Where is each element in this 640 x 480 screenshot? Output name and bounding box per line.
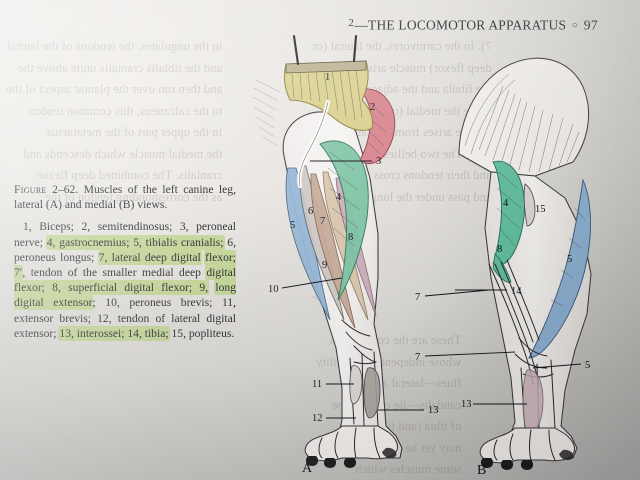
muscle-1-biceps-a	[283, 60, 373, 131]
semitendinosus-hatching-a	[363, 99, 387, 155]
callout-a-2: 2	[370, 102, 375, 113]
callout-a-4: 4	[336, 192, 342, 203]
header-chapter-number: 2	[348, 17, 355, 29]
hip-hatching	[252, 79, 281, 147]
callout-b-5-lower: 5	[585, 360, 590, 371]
callout-b-14: 14	[511, 286, 522, 297]
caption-key-segment: 15, popliteus.	[171, 326, 235, 340]
callout-a-11: 11	[312, 379, 322, 390]
caption-figure-word: Figure	[14, 183, 47, 196]
header-title: THE LOCOMOTOR APPARATUS	[368, 17, 567, 33]
caption-key-segment: digital extensor;	[14, 311, 236, 340]
header-dash: —	[354, 17, 369, 33]
caption-key-segment: 4, gastrocnemius; 5, tibialis cranialis;	[46, 235, 224, 249]
thigh-outline-b	[458, 57, 590, 177]
leader-b-7-upper	[424, 289, 490, 297]
callout-a-1: 1	[325, 72, 330, 83]
running-header: 2—THE LOCOMOTOR APPARATUS ○ 97	[348, 17, 598, 33]
callout-a-13: 13	[428, 405, 439, 416]
leader-a-10	[281, 277, 343, 289]
caption-figure-title: Muscles of the left canine leg, lateral …	[14, 183, 236, 212]
callout-b-7-upper: 7	[415, 292, 420, 303]
callout-a-10: 10	[268, 284, 279, 295]
callout-b-13: 13	[461, 399, 472, 410]
caption-key-segment: , tendon of the smaller medial deep	[22, 266, 207, 280]
figure-a-lateral-view: 1 2 3 4 5 6 7 8 9 10 11 12 13 A	[250, 28, 460, 480]
biceps-fiber-hatching-a	[291, 69, 363, 121]
callout-b-4: 4	[503, 198, 509, 209]
caption-key-segment: nerve;	[14, 235, 47, 249]
biceps-cut-edge-a	[285, 60, 367, 74]
header-ring-ornament: ○	[571, 20, 579, 32]
page-number: 97	[583, 17, 598, 33]
callout-a-5: 5	[290, 220, 295, 231]
leader-b-5-lower	[532, 363, 582, 369]
muscle-13-interossei-b	[522, 369, 544, 435]
thigh-hatching-b	[464, 73, 580, 173]
gastrocnemius-hatching-b	[496, 171, 522, 247]
figure-b-medial-view: 4 5 7 7 8 13 14 15 5 B	[415, 38, 635, 480]
muscle-11-extensor-brevis-a	[349, 365, 363, 405]
pin-left-a	[292, 34, 300, 66]
caption-key-segment: 13, interossei; 14, tibia;	[59, 326, 169, 340]
callout-a-8: 8	[348, 232, 353, 243]
callout-b-8: 8	[497, 244, 502, 255]
figure-caption: Figure 2–62. Muscles of the left canine …	[14, 182, 236, 341]
caption-key-segment: 1, Biceps; 2, semitendinosus; 3, peronea…	[23, 220, 236, 234]
muscle-15-popliteus-b	[523, 183, 536, 227]
callout-a-12: 12	[312, 413, 323, 424]
callout-a-3: 3	[376, 156, 381, 167]
caption-key-list: 1, Biceps; 2, semitendinosus; 3, peronea…	[14, 219, 236, 341]
caption-key-segment: 7, lateral deep digital	[98, 250, 201, 264]
paw-b	[479, 427, 576, 470]
panel-letter-a: A	[302, 461, 313, 476]
callout-b-15: 15	[535, 204, 546, 215]
nerve-3-peroneal-outline-a	[298, 101, 329, 187]
callout-a-6: 6	[308, 206, 313, 217]
caption-title-line: Figure 2–62. Muscles of the left canine …	[14, 182, 236, 212]
muscle-2-semitendinosus-a	[359, 88, 396, 165]
callout-b-5-upper: 5	[567, 254, 572, 265]
caption-figure-number: 2–62.	[52, 183, 79, 196]
caption-key-segment: 6, peroneus longus;	[14, 235, 236, 264]
caption-key-segment: 11, extensor brevis; 12, tendon of later…	[14, 296, 236, 325]
muscle-13-interossei-a	[363, 367, 381, 419]
caption-key-segment: ; 10, peroneus brevis;	[92, 296, 222, 310]
callout-a-7: 7	[320, 216, 325, 227]
callout-b-7-lower: 7	[415, 352, 420, 363]
panel-letter-b: B	[477, 463, 486, 478]
pin-right-a	[352, 34, 358, 63]
leader-b-7-lower	[424, 351, 516, 357]
paw-a	[304, 425, 399, 468]
tibialis-hatching-b	[550, 207, 586, 307]
callout-a-9: 9	[322, 260, 327, 271]
